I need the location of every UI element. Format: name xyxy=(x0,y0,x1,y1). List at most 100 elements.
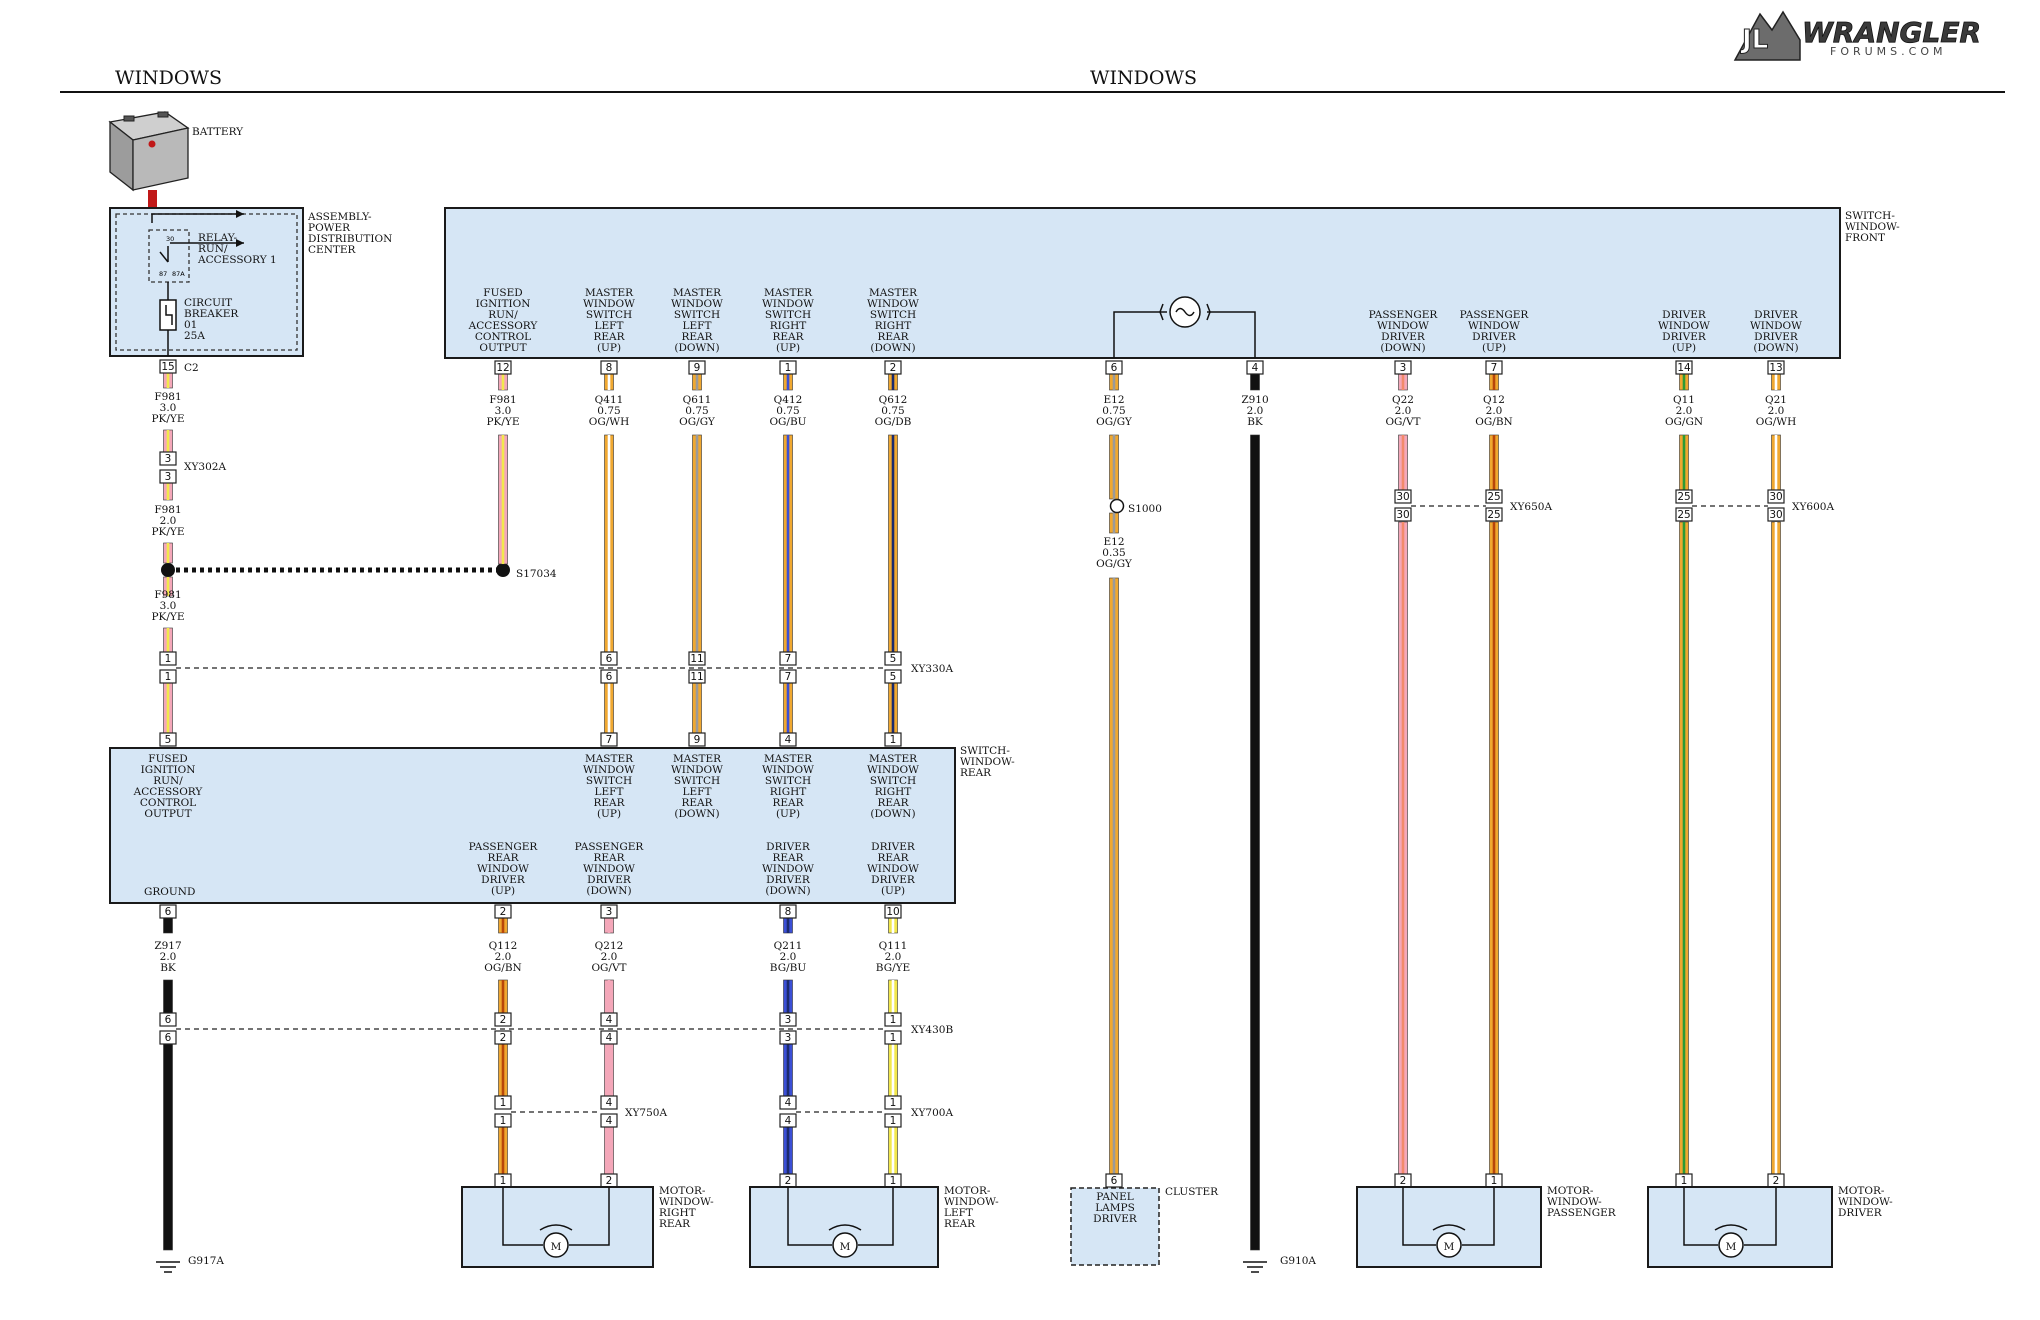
front-switch-pin-8 xyxy=(600,360,618,375)
xy330a-pin-bottom-4 xyxy=(884,669,902,684)
switch-window-rear-label: SWITCH- WINDOW- REAR xyxy=(960,745,1015,779)
rear-switch-bottom-label-3-line-0: DRIVER xyxy=(871,841,916,853)
motor-window-passenger-label: MOTOR-WINDOW-PASSENGER xyxy=(1547,1185,1617,1219)
wire-f981-b-label-line-0: F981 xyxy=(154,504,181,516)
svg-text:SWITCH-: SWITCH- xyxy=(1845,210,1895,222)
rear-switch-top-pin-9-label: 9 xyxy=(694,734,701,746)
front-switch-right-label-1-line-2: DRIVER xyxy=(1472,331,1517,343)
xy430b-pin-top-0 xyxy=(159,1012,177,1027)
wire-F981-stripe xyxy=(501,435,505,564)
wire-Q11-stripe xyxy=(1682,435,1686,490)
front-switch-label-0-line-1: IGNITION xyxy=(476,298,531,310)
motor-window-right-rear-pin-1-label: 2 xyxy=(606,1175,613,1187)
front-wire-label-Q412-line-1: 0.75 xyxy=(776,405,799,417)
front-switch-right-label-0-line-3: (DOWN) xyxy=(1380,342,1425,354)
front-wire-label-Q611-line-2: OG/GY xyxy=(679,416,716,428)
wire-layer xyxy=(163,372,1781,1251)
rear-switch-top-pin-7 xyxy=(600,732,618,747)
xy430b-pin-bottom-1 xyxy=(494,1030,512,1045)
wire-Q12-top-stripe xyxy=(1492,374,1496,390)
wire-Q12-stripe xyxy=(1492,435,1496,490)
svg-text:REAR: REAR xyxy=(960,767,992,779)
xy600a-pin-top-0 xyxy=(1675,489,1693,504)
front-switch-pin-12 xyxy=(494,360,512,375)
rear-switch-bottom-label-0-line-0: PASSENGER xyxy=(469,841,539,853)
wire-Q212-top-stripe xyxy=(607,918,611,933)
label-layer: C2F9813.0PK/YEXY302AF9812.0PK/YEF9813.0P… xyxy=(133,287,1894,1230)
wire-f981-b-label-line-1: 2.0 xyxy=(160,515,177,527)
xy302a-pin-bottom xyxy=(159,469,177,484)
front-switch-label-0-line-3: ACCESSORY xyxy=(468,320,539,332)
front-wire-label-Q21-line-2: OG/WH xyxy=(1756,416,1796,428)
front-switch-label-3-line-1: WINDOW xyxy=(762,298,814,310)
switch-window-rear-box xyxy=(109,747,956,904)
svg-text:CIRCUIT: CIRCUIT xyxy=(184,297,232,309)
splice-node-s17034 xyxy=(496,563,510,577)
xy750a-pin-top-0 xyxy=(494,1095,512,1110)
rear-wire-label-Q211-line-2: BG/BU xyxy=(770,962,807,974)
front-switch-label-4-line-2: SWITCH xyxy=(870,309,916,321)
xy430b-pin-top-4 xyxy=(884,1012,902,1027)
front-switch-pin-4 xyxy=(1246,360,1264,375)
cluster-inner-label: PANEL LAMPS DRIVER xyxy=(1093,1191,1138,1225)
front-switch-pin-13 xyxy=(1767,360,1785,375)
wire-rear-feed-4-stripe xyxy=(891,683,895,733)
rear-switch-bottom-label-2-line-3: DRIVER xyxy=(766,874,811,886)
logo-mountain-icon xyxy=(1733,10,1801,61)
rear-switch-top-label-4-line-1: WINDOW xyxy=(867,764,919,776)
rear-switch-bottom-pin-8-label: 8 xyxy=(785,906,792,918)
motor-window-right-rear-rotation-icon xyxy=(539,1224,573,1231)
header-title-center: WINDOWS xyxy=(1090,67,1197,89)
xy302a-pin-top-label: 3 xyxy=(165,453,172,465)
rear-switch-top-label-2-line-0: MASTER xyxy=(673,753,722,765)
front-wire-label-F981-line-0: F981 xyxy=(489,394,516,406)
rear-wire-label-Q212-line-0: Q212 xyxy=(595,940,624,952)
xy330a-pin-bottom-3-label: 7 xyxy=(785,671,792,683)
ground-g917a-icon xyxy=(156,1261,180,1273)
front-wire-label-Z910-line-0: Z910 xyxy=(1241,394,1268,406)
svg-text:01: 01 xyxy=(184,319,197,331)
front-wire-label-Q11-line-1: 2.0 xyxy=(1676,405,1693,417)
xy330a-pin-bottom-2-label: 11 xyxy=(690,671,703,683)
front-switch-label-1-line-5: (UP) xyxy=(597,342,621,354)
xy600a-pin-bottom-1-label: 30 xyxy=(1769,509,1782,521)
motor-window-left-rear-label-line-1: WINDOW- xyxy=(944,1196,999,1208)
relay-output-arrow-icon xyxy=(236,239,244,247)
front-switch-label-0-line-2: RUN/ xyxy=(488,309,518,321)
svg-text:CENTER: CENTER xyxy=(308,244,357,256)
front-switch-pin-1-label: 1 xyxy=(785,362,792,374)
wire-f981-a-label-line-2: PK/YE xyxy=(151,413,184,425)
rear-switch-top-pin-4 xyxy=(779,732,797,747)
rear-switch-top-pin-7-label: 7 xyxy=(606,734,613,746)
battery-label: BATTERY xyxy=(192,126,244,138)
rear-switch-top-label-3-line-5: (UP) xyxy=(776,808,800,820)
wire-Q21-lower-stripe xyxy=(1774,522,1778,1174)
motor-window-passenger-rotation-icon xyxy=(1432,1224,1466,1231)
front-switch-label-2-line-0: MASTER xyxy=(673,287,722,299)
xy430b-pin-top-4-label: 1 xyxy=(890,1014,897,1026)
rear-switch-top-label-1-line-0: MASTER xyxy=(585,753,634,765)
xy430b-pin-top-1 xyxy=(494,1012,512,1027)
rear-switch-top-label-1-line-4: REAR xyxy=(593,797,625,809)
svg-text:FRONT: FRONT xyxy=(1845,232,1885,244)
xy330a-pin-top-1 xyxy=(600,651,618,666)
front-wire-label-Q411-line-2: OG/WH xyxy=(589,416,629,428)
wire-Q112-top-stripe xyxy=(501,918,505,933)
wire-e12-cluster-stripe xyxy=(1112,578,1116,1174)
front-switch-pin-9-label: 9 xyxy=(694,362,701,374)
rear-switch-top-pin-5-label: 5 xyxy=(165,734,172,746)
rear-switch-bottom-pin-3 xyxy=(600,904,618,919)
rear-wire-label-Q111-line-2: BG/YE xyxy=(876,962,910,974)
xy750a-pin-bottom-1 xyxy=(600,1113,618,1128)
svg-text:PANEL: PANEL xyxy=(1096,1191,1134,1203)
xy700a-pin-bottom-0-label: 4 xyxy=(785,1115,792,1127)
xy650a-pin-bottom-1 xyxy=(1485,507,1503,522)
wire-rear-feed-2-stripe xyxy=(695,683,699,733)
front-switch-label-4-line-4: REAR xyxy=(877,331,909,343)
